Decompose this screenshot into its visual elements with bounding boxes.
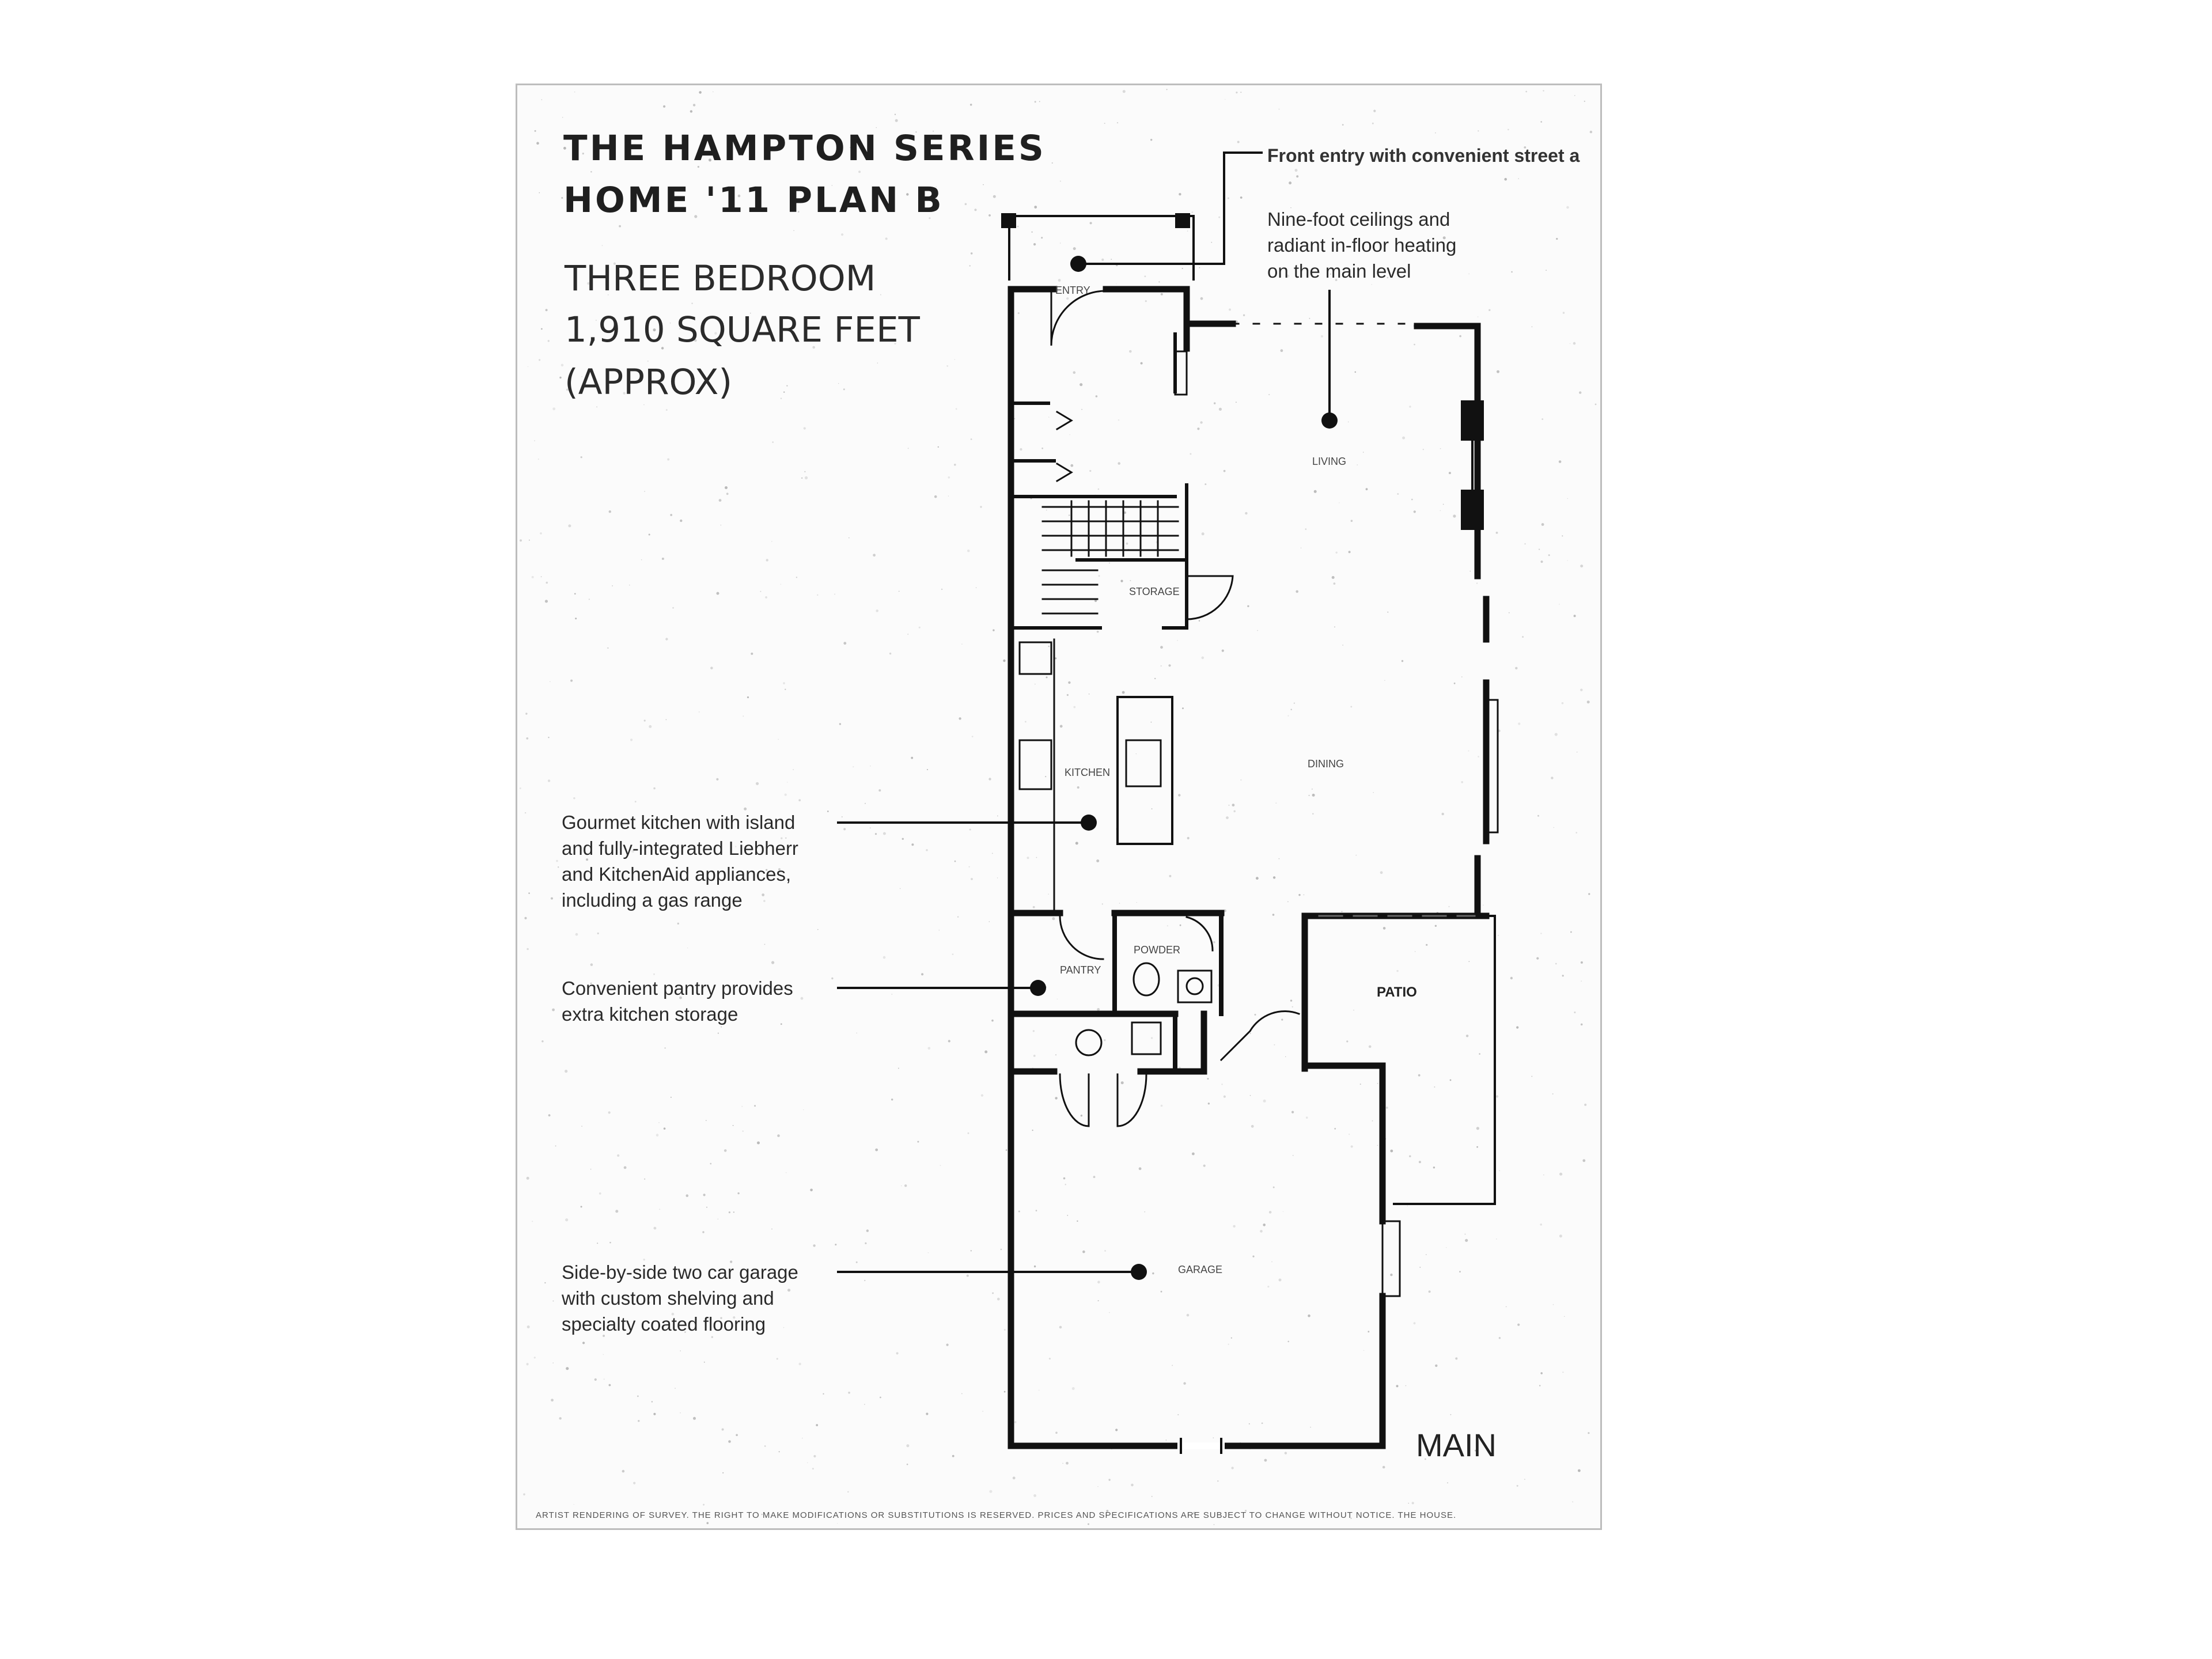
porch-post-left	[1001, 213, 1016, 228]
island-sink	[1125, 739, 1162, 787]
kitchen-counter	[1018, 638, 1055, 914]
room-label-patio: PATIO	[1377, 984, 1417, 1000]
garage-door-right	[1116, 1073, 1147, 1127]
callout-ceilings: Nine-foot ceilings and radiant in-floor …	[1267, 206, 1456, 284]
plan-title: HOME '11 PLAN B	[563, 180, 944, 221]
entry-door	[1050, 290, 1107, 346]
callout-ceilings-line: radiant in-floor heating	[1267, 234, 1457, 256]
kitchen-island	[1116, 696, 1173, 845]
pantry-door	[1059, 915, 1104, 960]
callout-pantry: Convenient pantry provides extra kitchen…	[562, 975, 793, 1027]
closet-door-upper	[1055, 410, 1073, 431]
storage-door	[1185, 575, 1234, 620]
room-label-pantry: PANTRY	[1060, 964, 1101, 976]
room-label-living: LIVING	[1312, 456, 1346, 467]
garage-door-left	[1059, 1073, 1090, 1127]
callout-front-entry-line: Front entry with convenient street a	[1267, 145, 1580, 166]
fireplace	[1461, 400, 1484, 530]
callout-garage-line: Side-by-side two car garage	[562, 1262, 798, 1283]
porch-post-right	[1175, 213, 1190, 228]
patio-outline	[1393, 915, 1496, 1205]
callout-garage: Side-by-side two car garage with custom …	[562, 1259, 798, 1337]
pantry-powder-walls	[1112, 911, 1224, 1016]
entry-column	[1174, 350, 1188, 396]
room-label-kitchen: KITCHEN	[1065, 767, 1110, 778]
laundry-dryer	[1131, 1021, 1162, 1055]
garage-side-door	[1381, 1220, 1401, 1297]
callout-kitchen-line: and KitchenAid appliances,	[562, 863, 791, 885]
callout-kitchen-line: including a gas range	[562, 889, 743, 911]
patio-door	[1219, 1010, 1300, 1062]
callout-garage-line: specialty coated flooring	[562, 1313, 766, 1335]
room-label-dining: DINING	[1308, 758, 1344, 770]
callout-ceilings-line: on the main level	[1267, 260, 1411, 282]
level-label: MAIN	[1416, 1427, 1497, 1463]
room-label-entry: ENTRY	[1055, 285, 1090, 296]
callout-ceilings-line: Nine-foot ceilings and	[1267, 209, 1450, 230]
front-porch	[1008, 215, 1195, 281]
callout-garage-line: with custom shelving and	[562, 1287, 774, 1309]
room-label-powder: POWDER	[1134, 944, 1180, 956]
powder-toilet	[1132, 962, 1160, 997]
room-label-garage: GARAGE	[1178, 1264, 1222, 1275]
callout-kitchen-line: and fully-integrated Liebherr	[562, 838, 798, 859]
square-footage: 1,910 SQUARE FEET	[565, 309, 920, 350]
callout-front-entry: Front entry with convenient street a	[1267, 143, 1590, 169]
dining-window	[1485, 699, 1499, 834]
callout-pantry-line: extra kitchen storage	[562, 1003, 738, 1025]
callout-dots	[1030, 256, 1338, 1280]
callout-kitchen: Gourmet kitchen with island and fully-in…	[562, 809, 798, 913]
garage-front-door	[1177, 1438, 1225, 1454]
powder-sink-basin	[1185, 977, 1204, 995]
callout-leaders	[837, 151, 1331, 1273]
bedroom-count: THREE BEDROOM	[565, 258, 876, 299]
laundry-washer	[1075, 1029, 1103, 1056]
room-label-storage: STORAGE	[1129, 586, 1180, 597]
staircase	[1041, 500, 1179, 615]
disclaimer-footer: ARTIST RENDERING OF SURVEY. THE RIGHT TO…	[536, 1510, 1457, 1520]
interior-walls	[1009, 332, 1188, 630]
powder-sink	[1177, 969, 1213, 1003]
approx-label: (APPROX)	[565, 362, 733, 403]
series-title: THE HAMPTON SERIES	[563, 128, 1046, 169]
closet-door-lower	[1055, 462, 1073, 483]
callout-kitchen-line: Gourmet kitchen with island	[562, 812, 796, 833]
callout-pantry-line: Convenient pantry provides	[562, 978, 793, 999]
powder-door	[1185, 916, 1214, 952]
